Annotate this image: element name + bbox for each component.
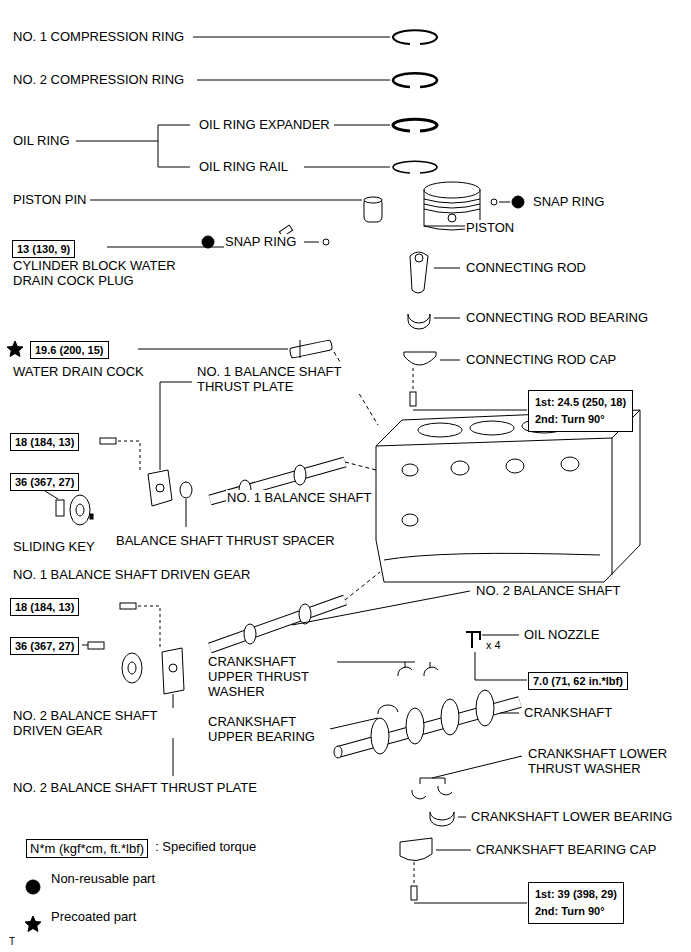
torque-value: 36 (367, 27) xyxy=(15,639,74,653)
torque-spec-box: 19.6 (200, 15) xyxy=(30,341,109,359)
quantity-label: x 4 xyxy=(485,639,502,652)
torque-spec-box: 7.0 (71, 62 in.*lbf) xyxy=(528,672,628,690)
part-label: SLIDING KEY xyxy=(12,539,96,554)
part-label: NO. 2 BALANCE SHAFT THRUST PLATE xyxy=(12,780,258,795)
torque-spec-box: 1st: 24.5 (250, 18)2nd: Turn 90° xyxy=(528,390,633,432)
part-label: PISTON PIN xyxy=(12,192,87,207)
part-label: OIL RING RAIL xyxy=(198,159,289,174)
part-label: CYLINDER BLOCK WATER DRAIN COCK PLUG xyxy=(12,258,204,288)
part-label: OIL RING xyxy=(12,133,71,148)
torque-value: 1st: 24.5 (250, 18) xyxy=(535,394,626,411)
legend-text: Precoated part xyxy=(50,909,137,924)
part-label: NO. 2 BALANCE SHAFT xyxy=(475,583,621,598)
torque-value: 18 (184, 13) xyxy=(15,600,74,614)
torque-spec-box: 36 (367, 27) xyxy=(10,637,79,655)
part-label: NO. 1 COMPRESSION RING xyxy=(12,29,185,44)
legend-text: : Specified torque xyxy=(154,839,257,854)
torque-value: 13 (130, 9) xyxy=(17,242,70,256)
torque-value: 18 (184, 13) xyxy=(15,435,74,449)
part-label: SNAP RING xyxy=(224,234,297,249)
part-label: NO. 2 COMPRESSION RING xyxy=(12,72,185,87)
torque-value: 2nd: Turn 90° xyxy=(535,903,617,920)
part-label: CONNECTING ROD CAP xyxy=(465,352,617,367)
torque-spec-box: 13 (130, 9) xyxy=(12,240,75,258)
legend-torque-sample: N*m (kgf*cm, ft.*lbf) xyxy=(26,839,148,858)
torque-value: 1st: 39 (398, 29) xyxy=(535,886,617,903)
torque-value: 36 (367, 27) xyxy=(15,475,74,489)
part-label: WATER DRAIN COCK xyxy=(12,364,145,379)
part-label: CRANKSHAFT UPPER THRUST WASHER xyxy=(207,654,337,699)
part-label: NO. 1 BALANCE SHAFT xyxy=(226,490,372,505)
torque-value: 19.6 (200, 15) xyxy=(35,343,104,357)
part-label: CRANKSHAFT LOWER THRUST WASHER xyxy=(527,746,684,776)
part-label: PISTON xyxy=(465,220,515,235)
part-label: NO. 1 BALANCE SHAFT DRIVEN GEAR xyxy=(12,567,251,582)
part-label: CONNECTING ROD BEARING xyxy=(465,310,649,325)
part-label: OIL NOZZLE xyxy=(523,627,600,642)
part-label: CRANKSHAFT BEARING CAP xyxy=(475,842,657,857)
part-label: NO. 2 BALANCE SHAFT DRIVEN GEAR xyxy=(12,708,179,738)
torque-value: 2nd: Turn 90° xyxy=(535,411,626,428)
part-label: CONNECTING ROD xyxy=(465,260,587,275)
part-label: OIL RING EXPANDER xyxy=(198,117,331,132)
torque-spec-box: 36 (367, 27) xyxy=(10,473,79,491)
figure-code: T xyxy=(8,936,16,948)
part-label: SNAP RING xyxy=(532,194,605,209)
torque-value: 7.0 (71, 62 in.*lbf) xyxy=(533,674,623,688)
part-label: NO. 1 BALANCE SHAFT THRUST PLATE xyxy=(196,364,363,394)
part-label: CRANKSHAFT xyxy=(523,705,613,720)
torque-value: N*m (kgf*cm, ft.*lbf) xyxy=(30,841,144,856)
torque-spec-box: 1st: 39 (398, 29)2nd: Turn 90° xyxy=(528,882,624,924)
legend-text: Non-reusable part xyxy=(50,871,156,886)
part-label: BALANCE SHAFT THRUST SPACER xyxy=(115,533,336,548)
part-label: CRANKSHAFT LOWER BEARING xyxy=(470,809,673,824)
torque-spec-box: 18 (184, 13) xyxy=(10,598,79,616)
torque-spec-box: 18 (184, 13) xyxy=(10,433,79,451)
part-label: CRANKSHAFT UPPER BEARING xyxy=(207,714,327,744)
